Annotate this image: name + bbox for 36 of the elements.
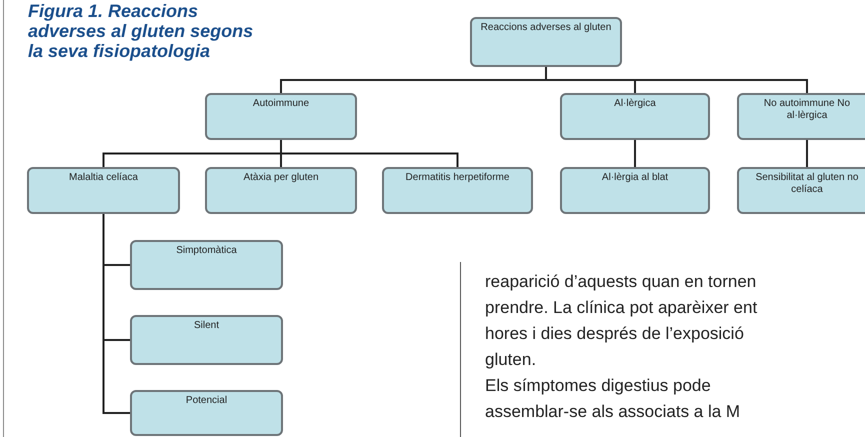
connector-line [545,67,808,93]
box-label: Atàxia per gluten [243,172,319,184]
box-label: Dermatitis herpetiforme [406,172,510,184]
category-box [560,93,710,140]
body-text-line: prendre. La clínica pot aparèixer ent [485,297,758,319]
connector-line [102,214,130,414]
connector-line [280,140,458,167]
category-box [130,315,283,365]
box-label: Autoimmune [252,98,310,110]
body-text-line: hores i dies després de l’exposició [485,323,745,345]
box-label: Potencial [186,395,228,407]
category-box [130,240,283,290]
connector-line [806,140,808,167]
box-label: Al·lèrgica [614,98,656,110]
body-text-line: Els símptomes digestius pode [485,375,712,397]
connector-line [634,140,636,167]
body-text-line: gluten. [485,349,538,371]
box-label: Silent [194,320,219,332]
box-label: Al·lèrgia al blat [602,172,668,184]
figure-title: Figura 1. Reaccions adverses al gluten segons la seva fisiopatologia [28,1,254,61]
category-box [205,167,357,214]
box-label: Reaccions adverses al gluten [480,22,612,34]
body-text-line: reaparició d’aquests quan en tornen [485,271,758,293]
body-text-line: assemblar-se als associats a la M [485,401,742,423]
box-label: Sensibilitat al gluten no celíaca [754,172,860,196]
category-box [27,167,180,214]
category-box [560,167,710,214]
box-label: No autoimmune No al·lèrgica [762,98,852,122]
box-label: Malaltia celíaca [69,172,138,184]
category-box [205,93,357,140]
category-box [737,93,865,140]
category-box [130,390,283,436]
category-box [737,167,865,214]
category-box [382,167,533,214]
box-label: Simptomàtica [176,245,237,257]
category-box [470,17,622,67]
